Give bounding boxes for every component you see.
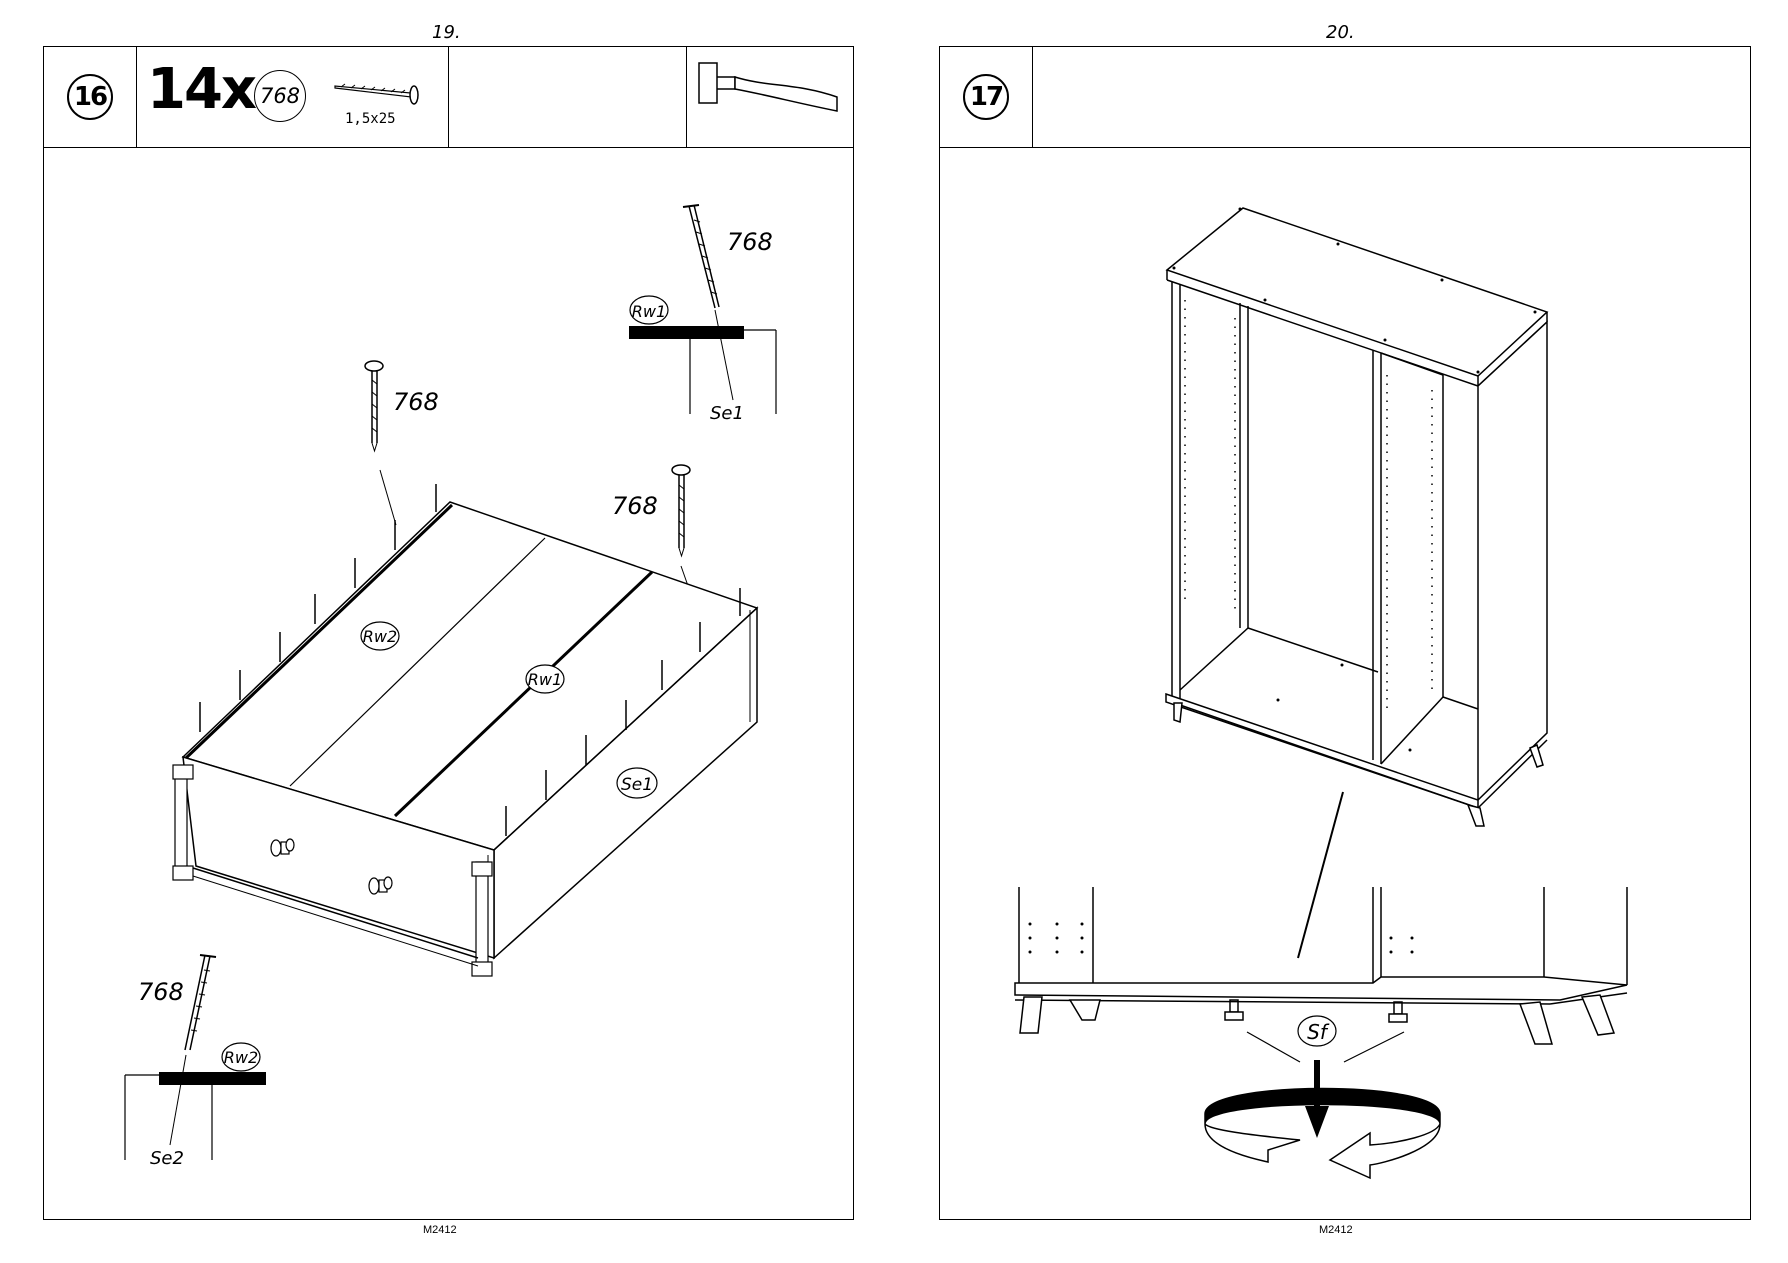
step-number-cell: 17	[940, 47, 1033, 147]
hammer-icon	[698, 62, 838, 112]
part-number-badge: 768	[254, 70, 306, 122]
nail-detail-bottom	[124, 954, 266, 1160]
empty-cell	[449, 47, 687, 147]
panel-label-rw1: Rw1	[528, 670, 562, 689]
drawer-box	[172, 484, 759, 977]
panel-label-se1: Se1	[621, 775, 653, 795]
callout-nail-detail-bottom: 768	[138, 978, 184, 1006]
step-number: 16	[67, 74, 113, 120]
part-quantity: 14x	[147, 57, 257, 122]
step-number: 17	[963, 74, 1009, 120]
page-number-left: 19.	[432, 22, 461, 43]
callout-detail-top-label: Rw1	[632, 302, 666, 321]
panel-label-rw2: Rw2	[363, 627, 397, 646]
callout-nail-top: 768	[393, 388, 439, 416]
step-16-panel: 16 14x 768 1,5x25	[43, 46, 854, 1220]
callout-detail-bottom-sub: Se2	[150, 1148, 184, 1169]
footer-code-left: M2412	[423, 1224, 457, 1236]
callout-nail-detail-top: 768	[727, 228, 773, 256]
callout-detail-bottom-label: Rw2	[224, 1048, 258, 1067]
nail-icon	[334, 83, 419, 105]
parts-cell: 14x 768 1,5x25	[137, 47, 449, 147]
page-number-right: 20.	[1326, 22, 1355, 43]
callout-detail-top-sub: Se1	[710, 403, 744, 424]
part-size: 1,5x25	[345, 111, 396, 127]
step-16-illustration: 768 Rw1 Se1 768 768	[124, 204, 777, 1169]
nail-detail-top	[629, 204, 777, 414]
footer-code-right: M2412	[1319, 1224, 1353, 1236]
step-17-panel: 17	[939, 46, 1751, 1220]
step-16-header: 16 14x 768 1,5x25	[44, 47, 853, 148]
step-17-header: 17	[940, 47, 1750, 148]
nail-top	[364, 360, 397, 526]
callout-nail-right: 768	[612, 492, 658, 520]
step-number-cell: 16	[44, 47, 137, 147]
